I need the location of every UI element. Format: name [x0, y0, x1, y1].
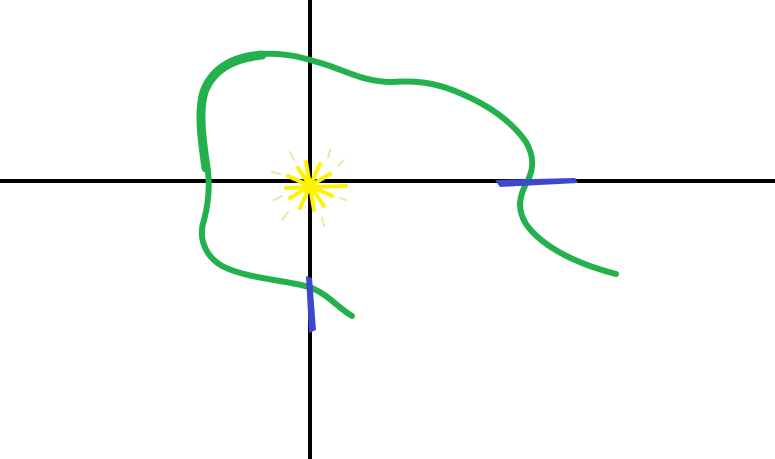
blue-markers — [306, 178, 578, 333]
blue-tick-on-y-axis — [306, 276, 316, 333]
curve-stroke — [197, 50, 619, 319]
yellow-star-burst-icon — [271, 149, 348, 227]
green-curve — [196, 50, 619, 319]
curve-thick-left — [196, 50, 267, 173]
blue-tick-on-x-axis — [495, 178, 578, 187]
